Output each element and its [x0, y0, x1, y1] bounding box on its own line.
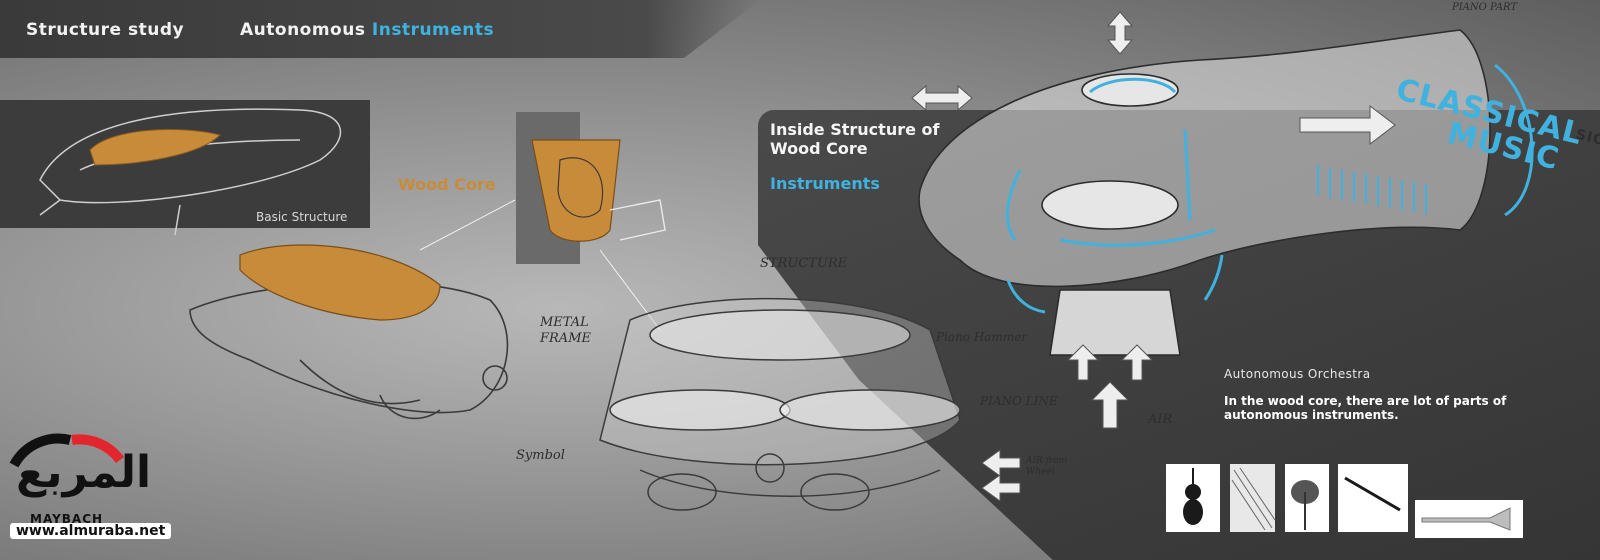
clarinet-icon	[1338, 464, 1408, 532]
header-band	[0, 0, 760, 58]
orchestra-description: In the wood core, there are lot of parts…	[1224, 394, 1507, 422]
trumpet-icon	[1415, 500, 1523, 538]
subtitle-accent: Instruments	[371, 20, 495, 40]
note-structure: STRUCTURE	[760, 256, 848, 271]
orchestra-blue-comb	[1317, 165, 1427, 214]
move-arrow-vertical	[1106, 11, 1134, 55]
air-arrow-up	[1120, 344, 1154, 381]
air-arrow-left	[981, 449, 1021, 477]
instruments-label: Instruments	[770, 174, 880, 193]
note-air: AIR	[1148, 412, 1173, 427]
subtitle-prefix: Autonomous	[240, 20, 366, 40]
site-logo[interactable]: المربع MAYBACH www.almuraba.net	[8, 435, 233, 545]
inside-structure-title: Inside Structure of Wood Core	[770, 120, 940, 158]
note-piano-hammer: Piano Hammer	[936, 330, 1028, 344]
page-subtitle: Autonomous Instruments	[240, 20, 494, 40]
detail-arm-sketch	[609, 199, 666, 241]
note-metal-frame: METAL FRAME	[540, 315, 591, 346]
move-arrow-horizontal	[911, 84, 973, 112]
logo-arabic-text: المربع	[16, 447, 152, 498]
detail-wood-core	[531, 139, 621, 242]
note-piano-line: PIANO LINE	[980, 394, 1058, 408]
basic-wood-core	[89, 129, 221, 166]
cymbal-icon	[1285, 464, 1329, 532]
note-air-from-wheel: AIR from Wheel	[1026, 456, 1068, 477]
orchestra-title: Autonomous Orchestra	[1224, 367, 1371, 381]
logo-mark	[9, 433, 125, 468]
wood-core-label: Wood Core	[398, 175, 496, 194]
air-arrow-up	[1090, 381, 1130, 429]
main-wood-core	[239, 244, 441, 321]
callout-line	[599, 249, 661, 331]
note-piano-part: PIANO PART	[1452, 2, 1518, 13]
logo-url[interactable]: www.almuraba.net	[10, 523, 172, 539]
callout-line	[419, 199, 516, 251]
basic-structure-panel	[0, 100, 370, 228]
air-arrow-left	[981, 474, 1021, 502]
note-symbol: Symbol	[516, 448, 565, 463]
orchestra-arrow-right	[1299, 104, 1396, 146]
orchestra-blue-accents	[1005, 63, 1534, 314]
front-view-sketch	[599, 297, 961, 511]
piano-strings-icon	[1230, 464, 1276, 532]
basic-structure-label: Basic Structure	[256, 210, 348, 224]
orchestra-sketch	[918, 29, 1491, 356]
air-arrow-up	[1066, 344, 1100, 381]
violin-icon	[1166, 464, 1220, 532]
logo-maybach-text: MAYBACH	[30, 512, 104, 526]
page-title: Structure study	[26, 20, 185, 40]
detail-gear-sketch	[557, 157, 604, 218]
